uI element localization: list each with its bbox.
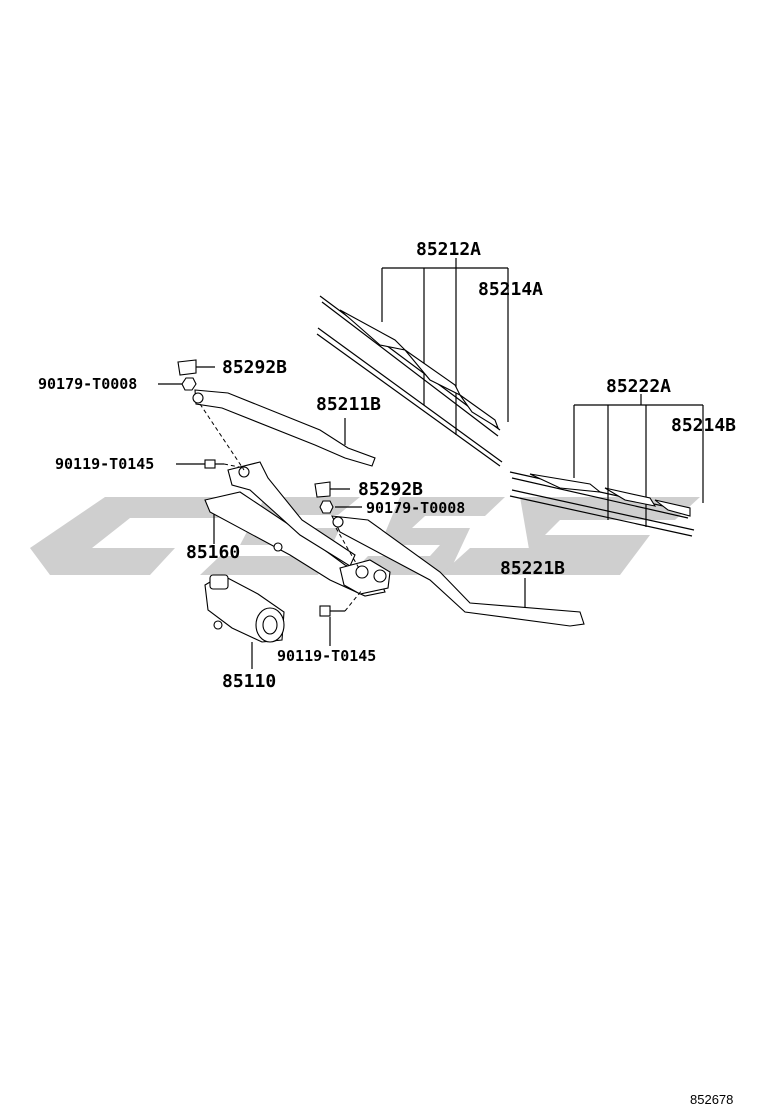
bolt-90119-T0145-bottom <box>319 605 331 617</box>
label-90119-T0145-bottom: 90119-T0145 <box>277 647 376 665</box>
label-85212A: 85212A <box>416 239 481 260</box>
label-85160: 85160 <box>186 542 240 563</box>
label-85110: 85110 <box>222 671 276 692</box>
label-85214A: 85214A <box>478 279 543 300</box>
nut-90179-T0008-left <box>181 377 197 391</box>
wiper-motor <box>204 574 285 643</box>
part-labels: 85212A 85214A 85222A 85214B 85292B 90179… <box>38 239 736 692</box>
wiper-arm-passenger <box>331 515 585 627</box>
label-90179-T0008-right: 90179-T0008 <box>366 499 465 517</box>
fasteners <box>177 359 345 617</box>
wiper-blade-driver <box>316 295 503 467</box>
wiper-arm-driver <box>192 389 376 467</box>
wiper-blade-passenger <box>509 471 695 537</box>
label-85292B-top: 85292B <box>222 357 287 378</box>
label-85222A: 85222A <box>606 376 671 397</box>
label-85214B: 85214B <box>671 415 736 436</box>
wiper-link-assembly <box>204 461 391 597</box>
nut-90179-T0008-right <box>319 500 334 514</box>
label-85211B: 85211B <box>316 394 381 415</box>
figure-number: 852678 <box>690 1092 733 1107</box>
label-85292B-mid: 85292B <box>358 479 423 500</box>
dashed-alignment-lines <box>199 403 363 612</box>
cap-85292B-mid <box>314 481 331 498</box>
label-90179-T0008-left: 90179-T0008 <box>38 375 137 393</box>
label-90119-T0145-left: 90119-T0145 <box>55 455 154 473</box>
cap-85292B-top <box>177 359 197 376</box>
leader-lines <box>158 258 704 669</box>
label-85221B: 85221B <box>500 558 565 579</box>
bolt-90119-T0145-left <box>204 459 216 469</box>
